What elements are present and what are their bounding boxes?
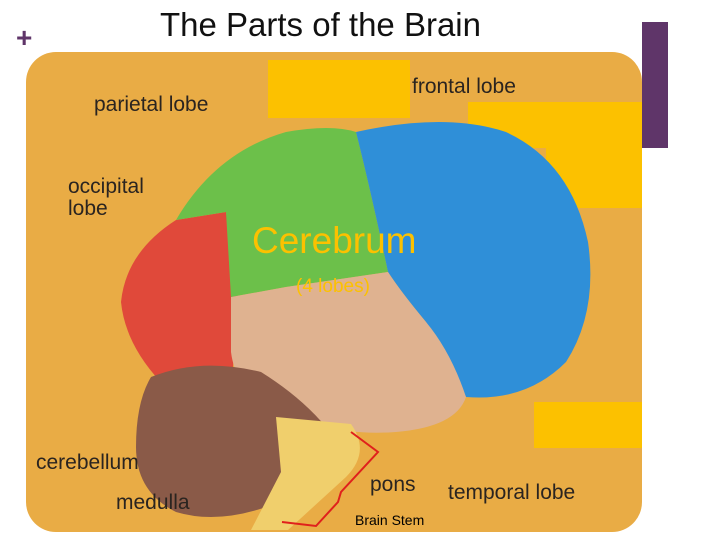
brainstem-region <box>251 417 360 530</box>
label-parietal-lobe: parietal lobe <box>94 93 209 116</box>
occipital-lobe-region <box>121 212 238 397</box>
label-medulla: medulla <box>116 491 190 514</box>
label-temporal-lobe: temporal lobe <box>448 481 576 504</box>
label-pons: pons <box>370 473 416 496</box>
brain-stem-label: Brain Stem <box>355 512 425 528</box>
brain-stem-bracket <box>281 431 380 528</box>
label-occipital-lobe: occipital lobe <box>68 175 144 221</box>
frontal-lobe-region <box>356 122 591 398</box>
cerebrum-label: Cerebrum <box>252 220 417 261</box>
label-frontal-lobe: frontal lobe <box>412 75 516 98</box>
highlight-box-top <box>268 60 410 118</box>
cerebrum-sublabel: (4 lobes) <box>296 276 370 297</box>
label-cerebellum: cerebellum <box>36 451 139 474</box>
diagram-panel: frontal lobe parietal lobe occipital lob… <box>26 52 642 532</box>
brain-illustration <box>121 122 591 530</box>
accent-bar <box>642 22 668 148</box>
parietal-lobe-region <box>176 128 388 297</box>
highlight-box-bottom-right <box>534 402 642 448</box>
slide-title: The Parts of the Brain <box>160 6 481 43</box>
plus-icon: + <box>16 22 33 53</box>
